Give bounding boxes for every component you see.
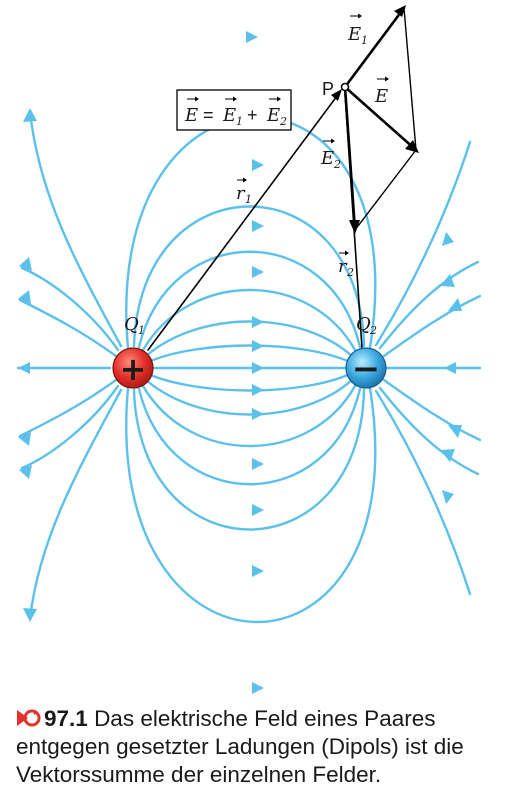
field-line-left-5: [20, 384, 120, 470]
formula-equals: =: [203, 105, 214, 125]
field-line-loop-a6: [125, 116, 377, 350]
field-line-right-3: [374, 140, 472, 347]
label-E: E: [374, 86, 388, 107]
vector-r1-line: [147, 91, 341, 351]
caption-text: Das elektrische Feld eines Paares entgeg…: [16, 706, 464, 787]
label-E1: E: [347, 24, 361, 45]
vector-E1-arrowhead: [394, 5, 406, 17]
formula-term1-sub: 1: [236, 115, 243, 128]
field-line-loop-b3: [141, 384, 357, 448]
figure-number: 97.1: [44, 706, 88, 731]
field-line-loop-b5: [132, 388, 366, 531]
charge-negative: −: [345, 347, 387, 389]
label-r2: r: [338, 256, 348, 277]
field-line-left-4: [18, 378, 118, 438]
point-P-marker: [340, 82, 350, 92]
field-line-loop-b2: [144, 378, 354, 416]
field-line-arrows: [18, 31, 462, 694]
label-Q2: Q: [356, 314, 371, 335]
parallelogram-side-1: [403, 7, 417, 151]
label-Q2-sub: 2: [369, 324, 377, 337]
vectors: [147, 5, 419, 351]
figure-caption: 97.1 Das elektrische Feld eines Paares e…: [16, 705, 516, 789]
formula-term2-sub: 2: [279, 115, 287, 128]
parallelogram-side-2: [354, 149, 417, 231]
vector-E1-line: [343, 6, 406, 89]
formula-term1: E: [222, 105, 236, 126]
charge-positive: +: [112, 347, 154, 389]
label-E2: E: [320, 148, 334, 169]
field-lines: [16, 110, 482, 623]
play-circle-icon[interactable]: [16, 708, 42, 728]
charge-negative-sign: −: [352, 349, 381, 389]
vector-E2-line: [343, 85, 357, 232]
field-line-loop-b1: [146, 372, 352, 392]
field-line-loop-b6: [125, 386, 377, 623]
formula-plus: +: [247, 105, 258, 125]
vector-E-line: [343, 85, 418, 152]
label-r1-sub: 1: [245, 193, 252, 206]
formula-lhs: E: [184, 105, 198, 126]
label-r1: r: [236, 183, 246, 204]
labels: Q 1 Q 2 P E 1 E E 2 r 1 r 2: [124, 13, 389, 337]
label-Q1-sub: 1: [138, 324, 145, 337]
label-P: P: [322, 79, 334, 99]
dipole-field-diagram: + − Q 1 Q 2 P E 1 E E 2 r 1 r 2: [16, 5, 482, 694]
vector-r1-arrowhead: [331, 89, 342, 101]
field-line-loop-b4: [137, 387, 362, 486]
label-E1-sub: 1: [361, 34, 368, 47]
label-E2-sub: 2: [333, 158, 341, 171]
field-line-left-6: [28, 388, 123, 620]
field-line-loop-a4: [137, 250, 362, 349]
field-line-left-1: [18, 298, 118, 358]
field-line-left-3: [28, 110, 123, 348]
field-line-left-2: [20, 266, 120, 352]
field-line-right-5: [378, 386, 480, 476]
formula-term2: E: [266, 105, 280, 126]
label-r2-sub: 2: [346, 266, 354, 279]
field-line-loop-a1: [146, 344, 352, 364]
field-line-loop-a3: [141, 288, 357, 352]
formula-box: E = E 1 + E 2: [176, 89, 292, 131]
field-line-right-1: [382, 294, 482, 358]
field-line-right-6: [374, 389, 472, 596]
vector-E2-arrowhead: [349, 220, 360, 234]
field-line-right-4: [382, 378, 482, 442]
field-line-loop-a2: [144, 320, 354, 358]
label-Q1: Q: [124, 314, 139, 335]
field-line-right-2: [378, 260, 480, 350]
field-line-loop-a5: [132, 205, 366, 348]
charge-positive-sign: +: [120, 350, 147, 388]
